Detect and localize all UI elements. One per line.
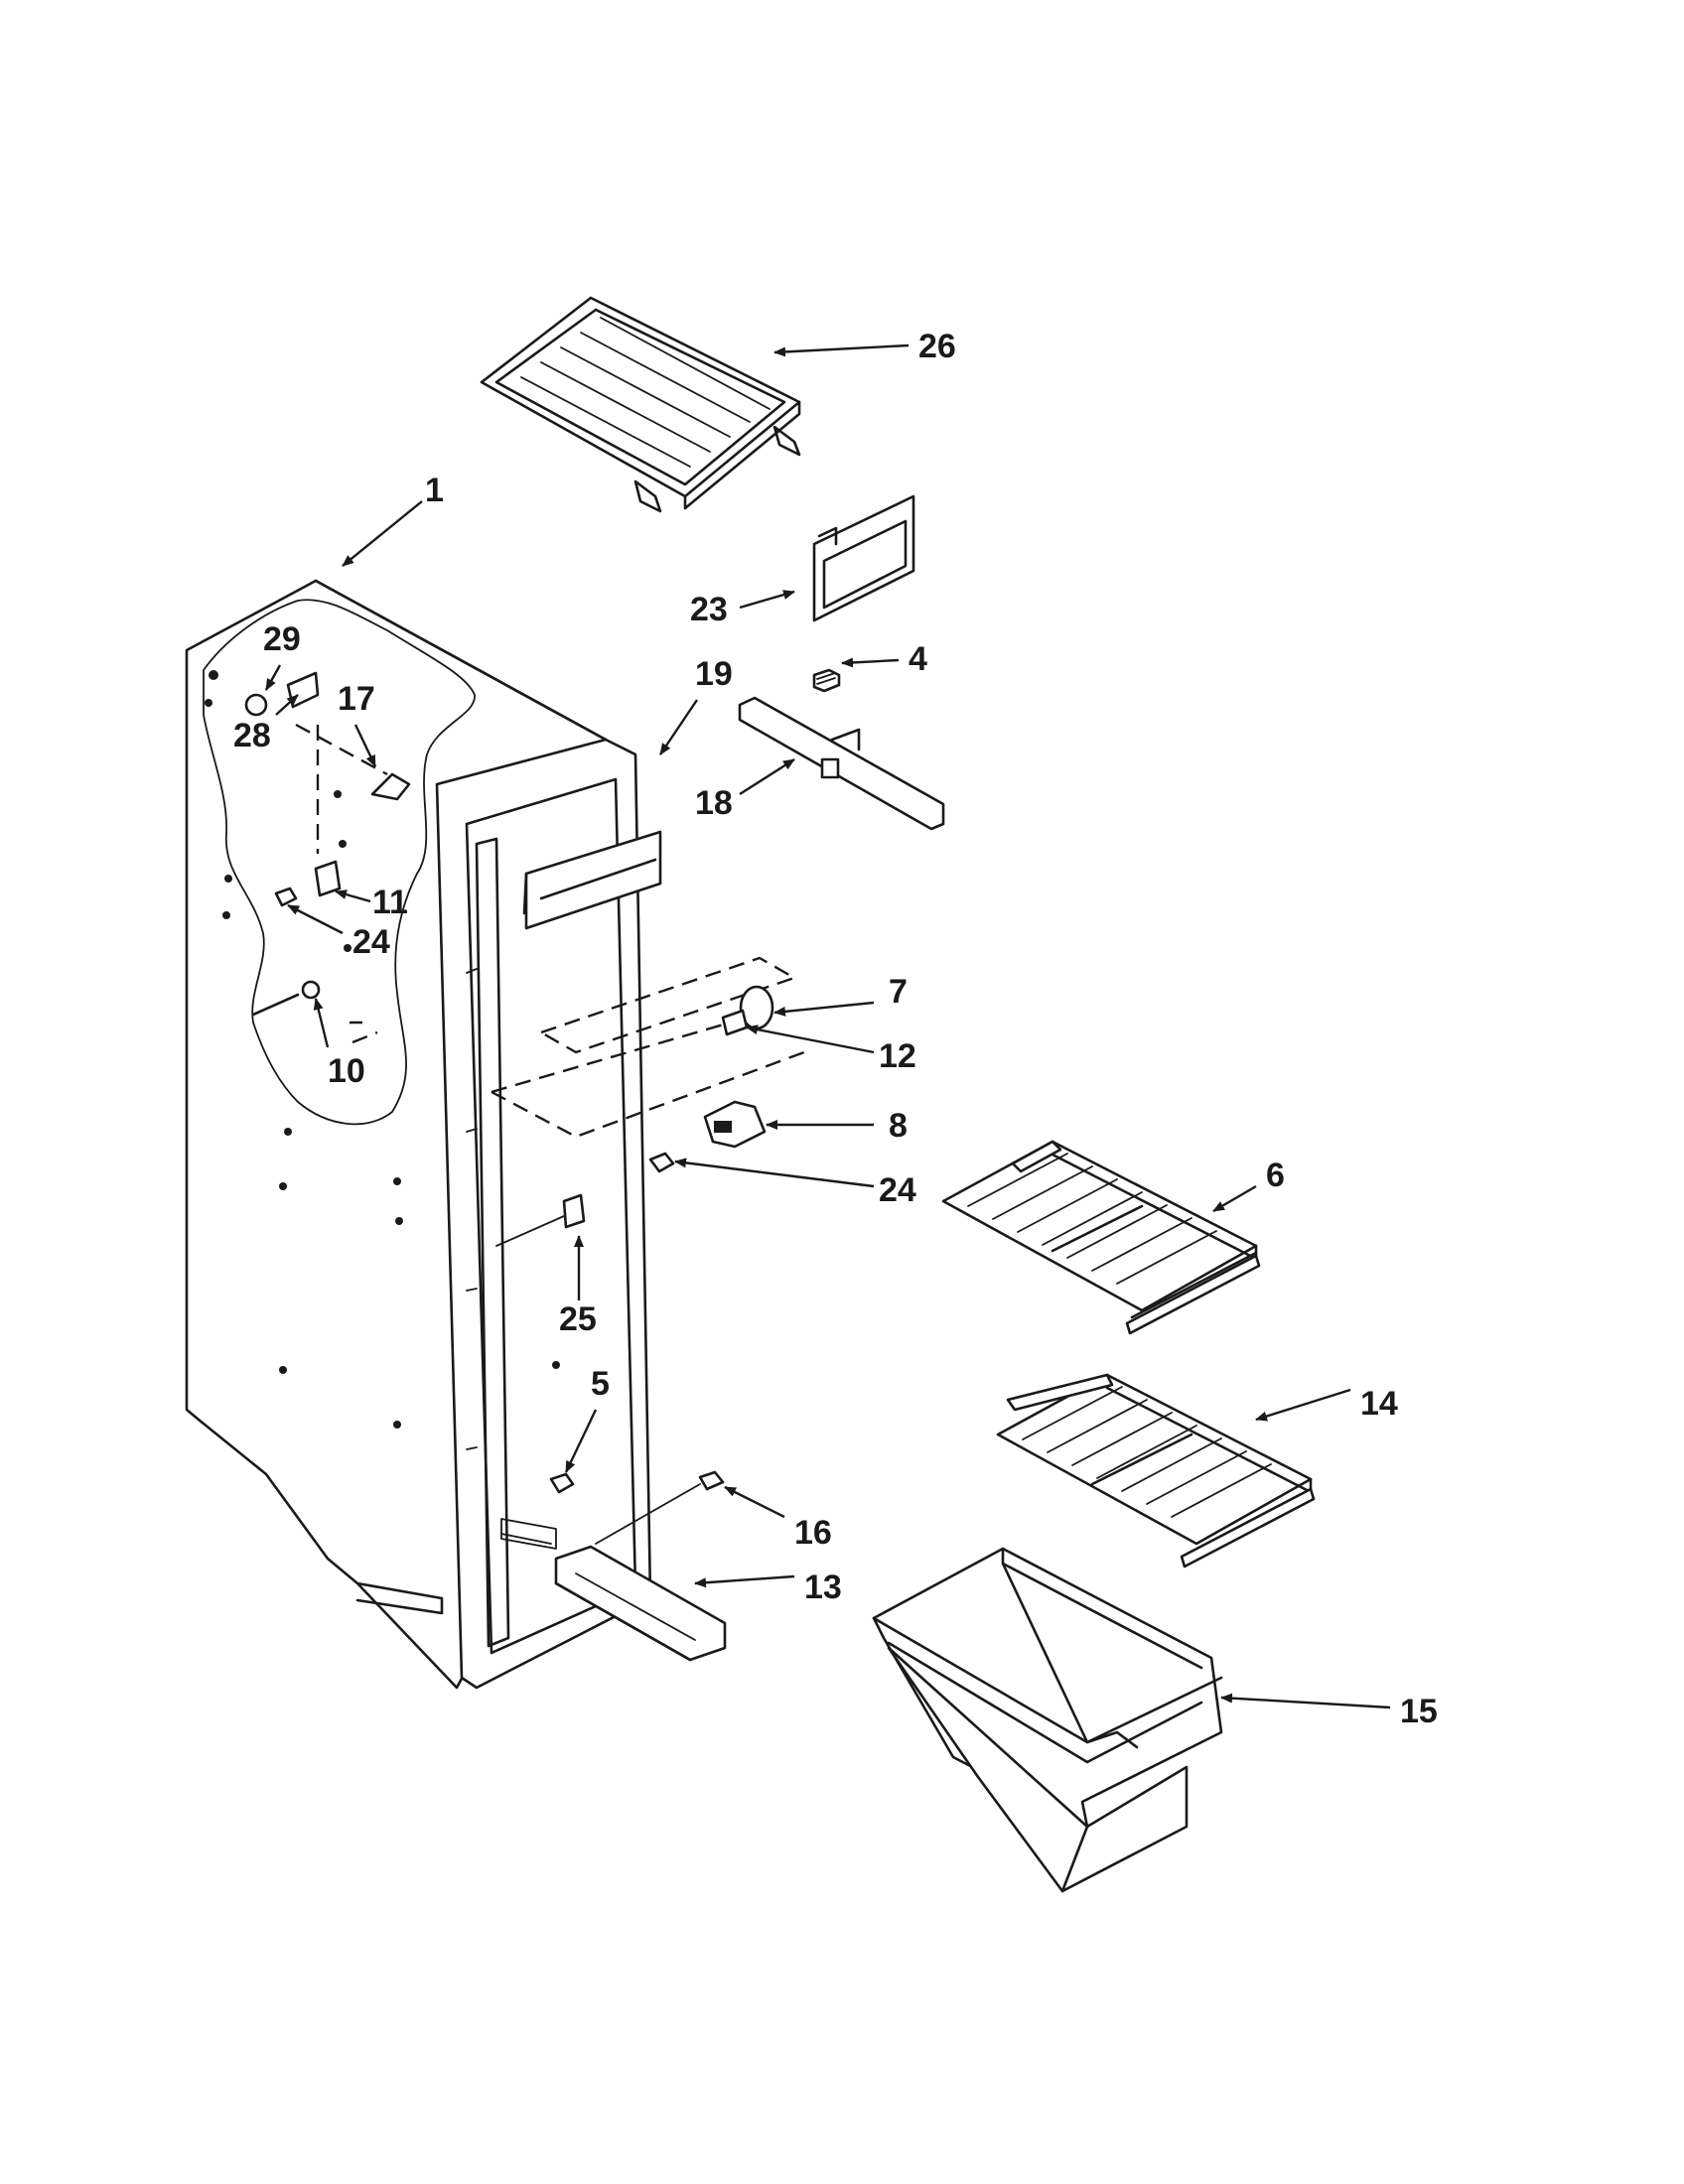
- callout-11: 11: [372, 884, 408, 921]
- screw-5: [549, 1472, 575, 1494]
- switch-25: [495, 1193, 586, 1247]
- callout-1: 1: [425, 472, 444, 509]
- callout-19: 19: [695, 655, 733, 693]
- knob-12: [721, 1009, 749, 1036]
- callout-15: 15: [1400, 1693, 1438, 1730]
- wire-shelf-6: [941, 1140, 1261, 1335]
- cabinet-liner: [185, 579, 652, 1690]
- callout-12: 12: [879, 1037, 916, 1075]
- wire-shelf-14: [996, 1373, 1316, 1569]
- callout-24-upper: 24: [352, 923, 390, 961]
- freezer-bin: [872, 1547, 1223, 1893]
- callout-13: 13: [804, 1569, 842, 1606]
- callout-14: 14: [1360, 1385, 1398, 1423]
- callout-26: 26: [918, 328, 956, 365]
- screw-4: [812, 668, 841, 693]
- callout-25: 25: [559, 1300, 597, 1338]
- callout-16: 16: [794, 1514, 832, 1552]
- duct-cover: [522, 830, 662, 930]
- callout-28: 28: [233, 717, 271, 754]
- callout-4: 4: [909, 640, 927, 678]
- bottom-trim: [554, 1545, 727, 1662]
- callout-17: 17: [338, 680, 375, 718]
- callout-6: 6: [1266, 1157, 1285, 1194]
- control-housing: [703, 1100, 767, 1149]
- screw-16: [595, 1470, 725, 1545]
- callout-10: 10: [328, 1052, 365, 1090]
- callout-labels: 26 1 23 4 29 19 28 17 18 11 24 7 12 10 8…: [233, 328, 1438, 1730]
- callout-23: 23: [690, 591, 728, 628]
- shelf-bracket: [738, 696, 945, 831]
- screw-24-upper: [274, 887, 298, 907]
- top-wire-shelf: [480, 296, 801, 513]
- light-bulb: [244, 693, 268, 717]
- switch-17: [370, 772, 411, 801]
- callout-24-lower: 24: [879, 1171, 916, 1209]
- light-shield: [812, 494, 915, 622]
- callout-8: 8: [889, 1107, 908, 1145]
- callout-18: 18: [695, 784, 733, 822]
- leader-lines: [264, 343, 1391, 1709]
- callout-29: 29: [263, 620, 301, 658]
- callout-5: 5: [591, 1365, 610, 1403]
- clip-10: [251, 980, 321, 1017]
- screw-24-lower: [648, 1152, 675, 1173]
- callout-7: 7: [889, 973, 908, 1011]
- thermostat-bracket: [314, 860, 342, 897]
